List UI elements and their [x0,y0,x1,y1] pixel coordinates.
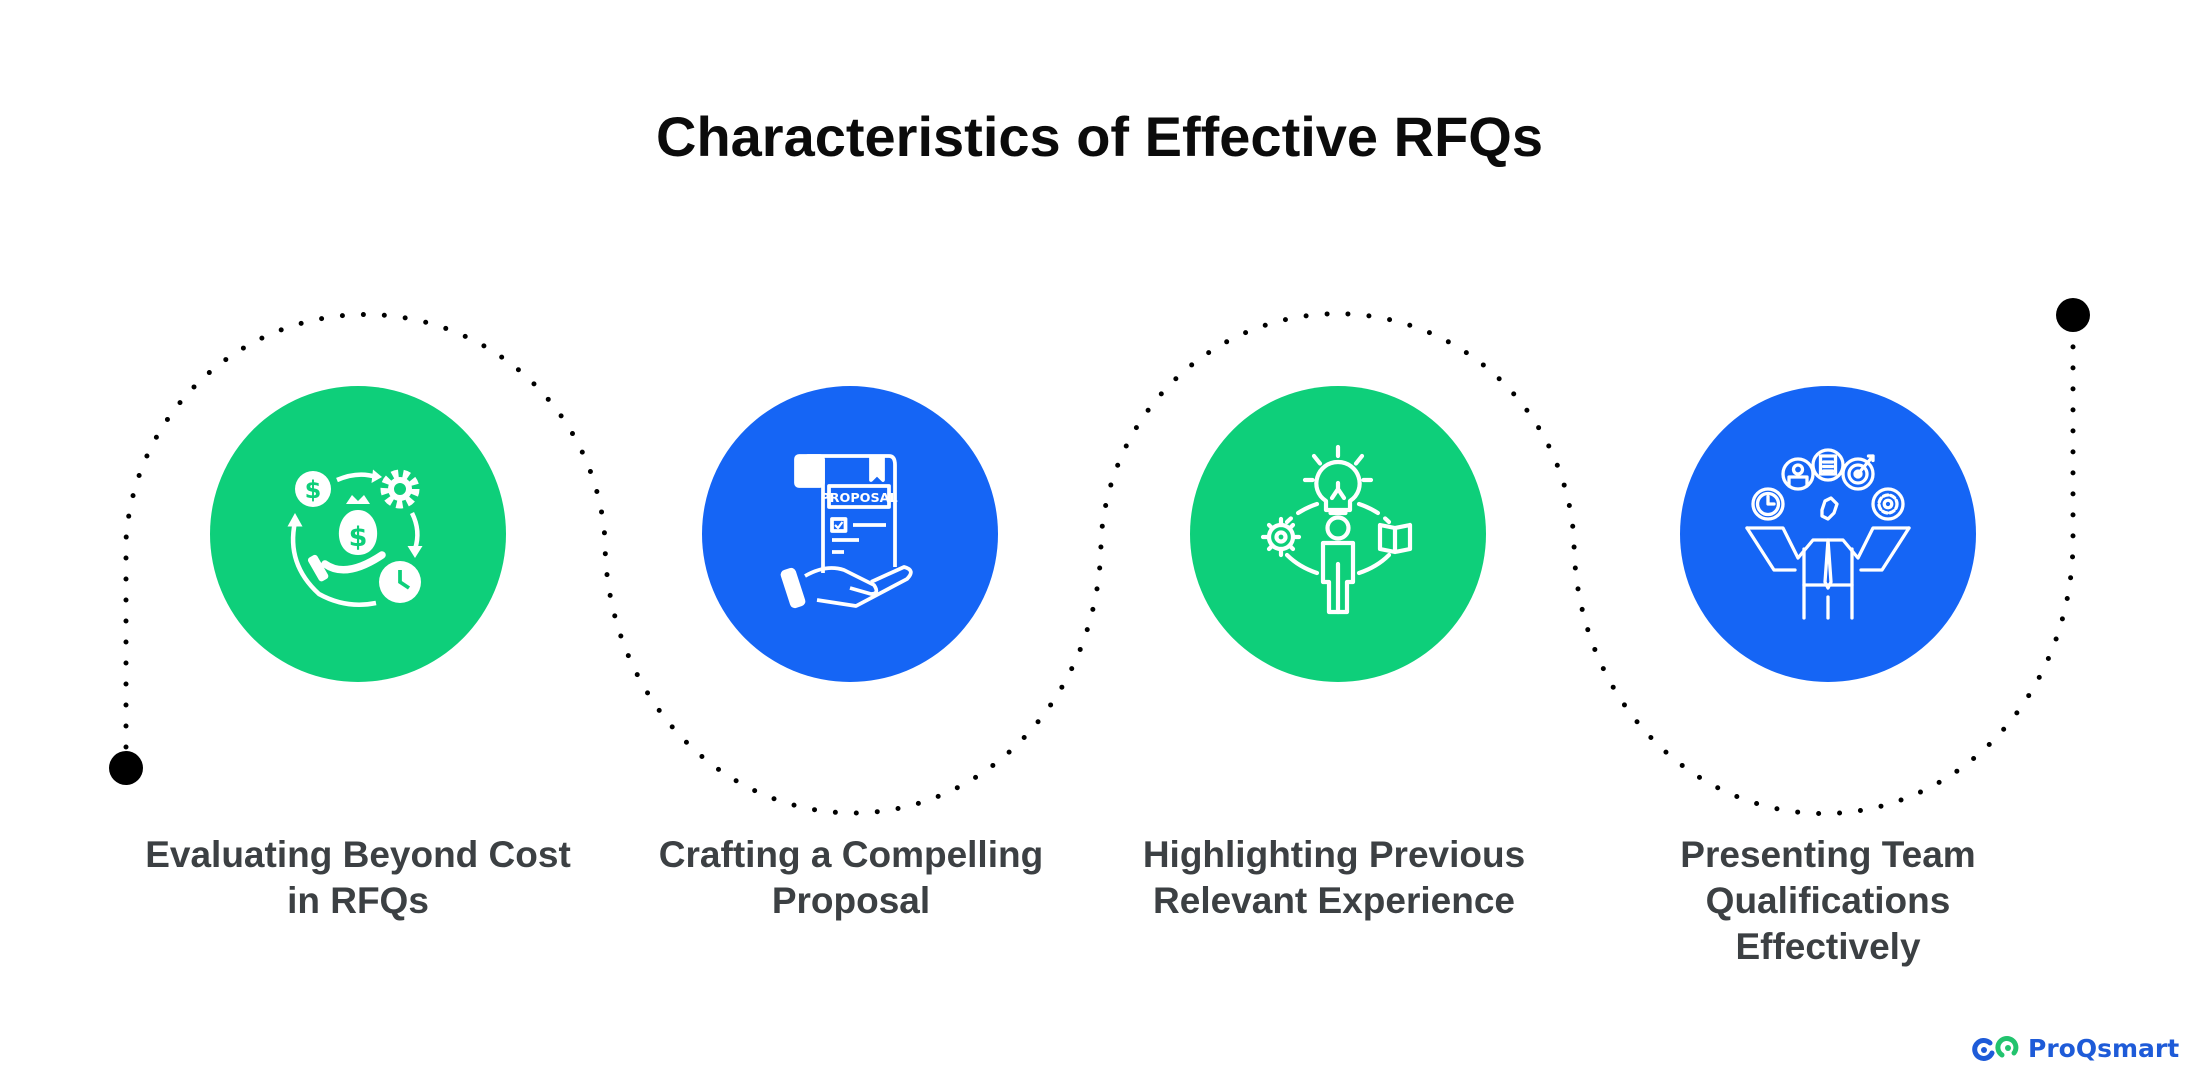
step-3-circle [1190,386,1486,682]
page-title: Characteristics of Effective RFQs [656,105,1543,168]
step-1-label: Evaluating Beyond Cost in RFQs [145,834,571,921]
path-end-dot [2056,298,2090,332]
step-2-label: Crafting a Compelling Proposal [658,834,1044,921]
step-2-circle: PROPOSAL [702,386,998,682]
step-4-label: Presenting Team Qualifications Effective… [1680,834,1976,967]
svg-text:$: $ [349,522,368,553]
brand-logo: ProQsmart [1972,1034,2179,1063]
step-1-circle: $ $ [210,386,506,682]
businessman-juggling-skills-icon [1745,448,1911,620]
proqsmart-logo-icon [1972,1035,2019,1061]
svg-text:PROPOSAL: PROPOSAL [820,491,897,506]
svg-text:$: $ [305,476,322,504]
step-4-circle [1680,386,1976,682]
brand-name: ProQsmart [2028,1034,2180,1063]
step-3-label: Highlighting Previous Relevant Experienc… [1142,834,1526,921]
proposal-document-hand-icon: PROPOSAL [780,454,913,609]
money-cycle-icon: $ $ [287,469,423,607]
path-start-dot [109,751,143,785]
person-idea-network-icon [1260,444,1413,615]
